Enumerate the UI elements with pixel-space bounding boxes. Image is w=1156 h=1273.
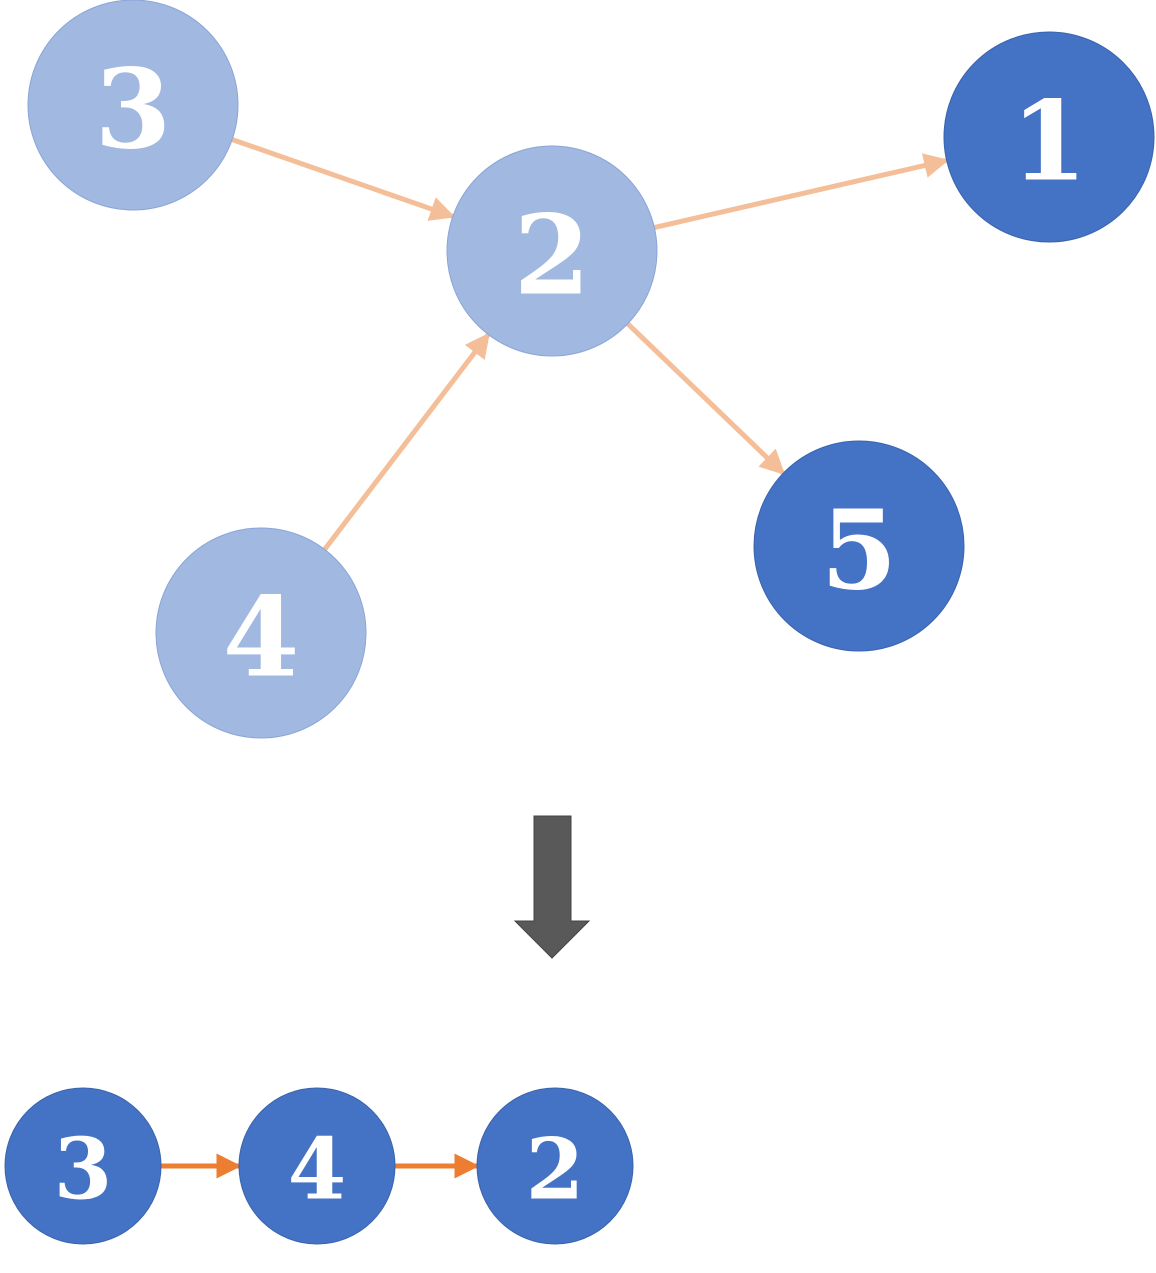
chain-node-2 bbox=[476, 1087, 634, 1245]
edge-2-to-1 bbox=[638, 153, 950, 234]
edge-4-to-2 bbox=[313, 332, 491, 564]
graph-node-label-4: 4 bbox=[223, 573, 300, 702]
graph-node-2 bbox=[446, 145, 658, 357]
graph-node-4 bbox=[155, 527, 367, 739]
graph-node-label-2: 2 bbox=[514, 191, 591, 320]
chain-node-label-2: 2 bbox=[526, 1120, 584, 1219]
edge-3-to-2 bbox=[216, 132, 456, 221]
chain-node-label-4: 4 bbox=[288, 1120, 346, 1219]
graph-edges bbox=[216, 132, 950, 564]
chain-node-3 bbox=[4, 1087, 162, 1245]
chain-nodes: 3 4 2 bbox=[4, 1087, 634, 1245]
graph-node-1 bbox=[943, 31, 1155, 243]
down-arrow-icon bbox=[513, 815, 591, 959]
chain-node-label-3: 3 bbox=[54, 1120, 112, 1219]
graph-node-label-1: 1 bbox=[1011, 77, 1088, 206]
edge-2-to-5 bbox=[614, 311, 786, 476]
chain-node-4 bbox=[238, 1087, 396, 1245]
graph-node-label-5: 5 bbox=[821, 486, 898, 615]
graph-node-5 bbox=[753, 440, 965, 652]
graph-node-label-3: 3 bbox=[95, 45, 172, 174]
graph-node-3 bbox=[27, 0, 239, 211]
graph-nodes: 3 2 1 4 5 bbox=[27, 0, 1155, 739]
